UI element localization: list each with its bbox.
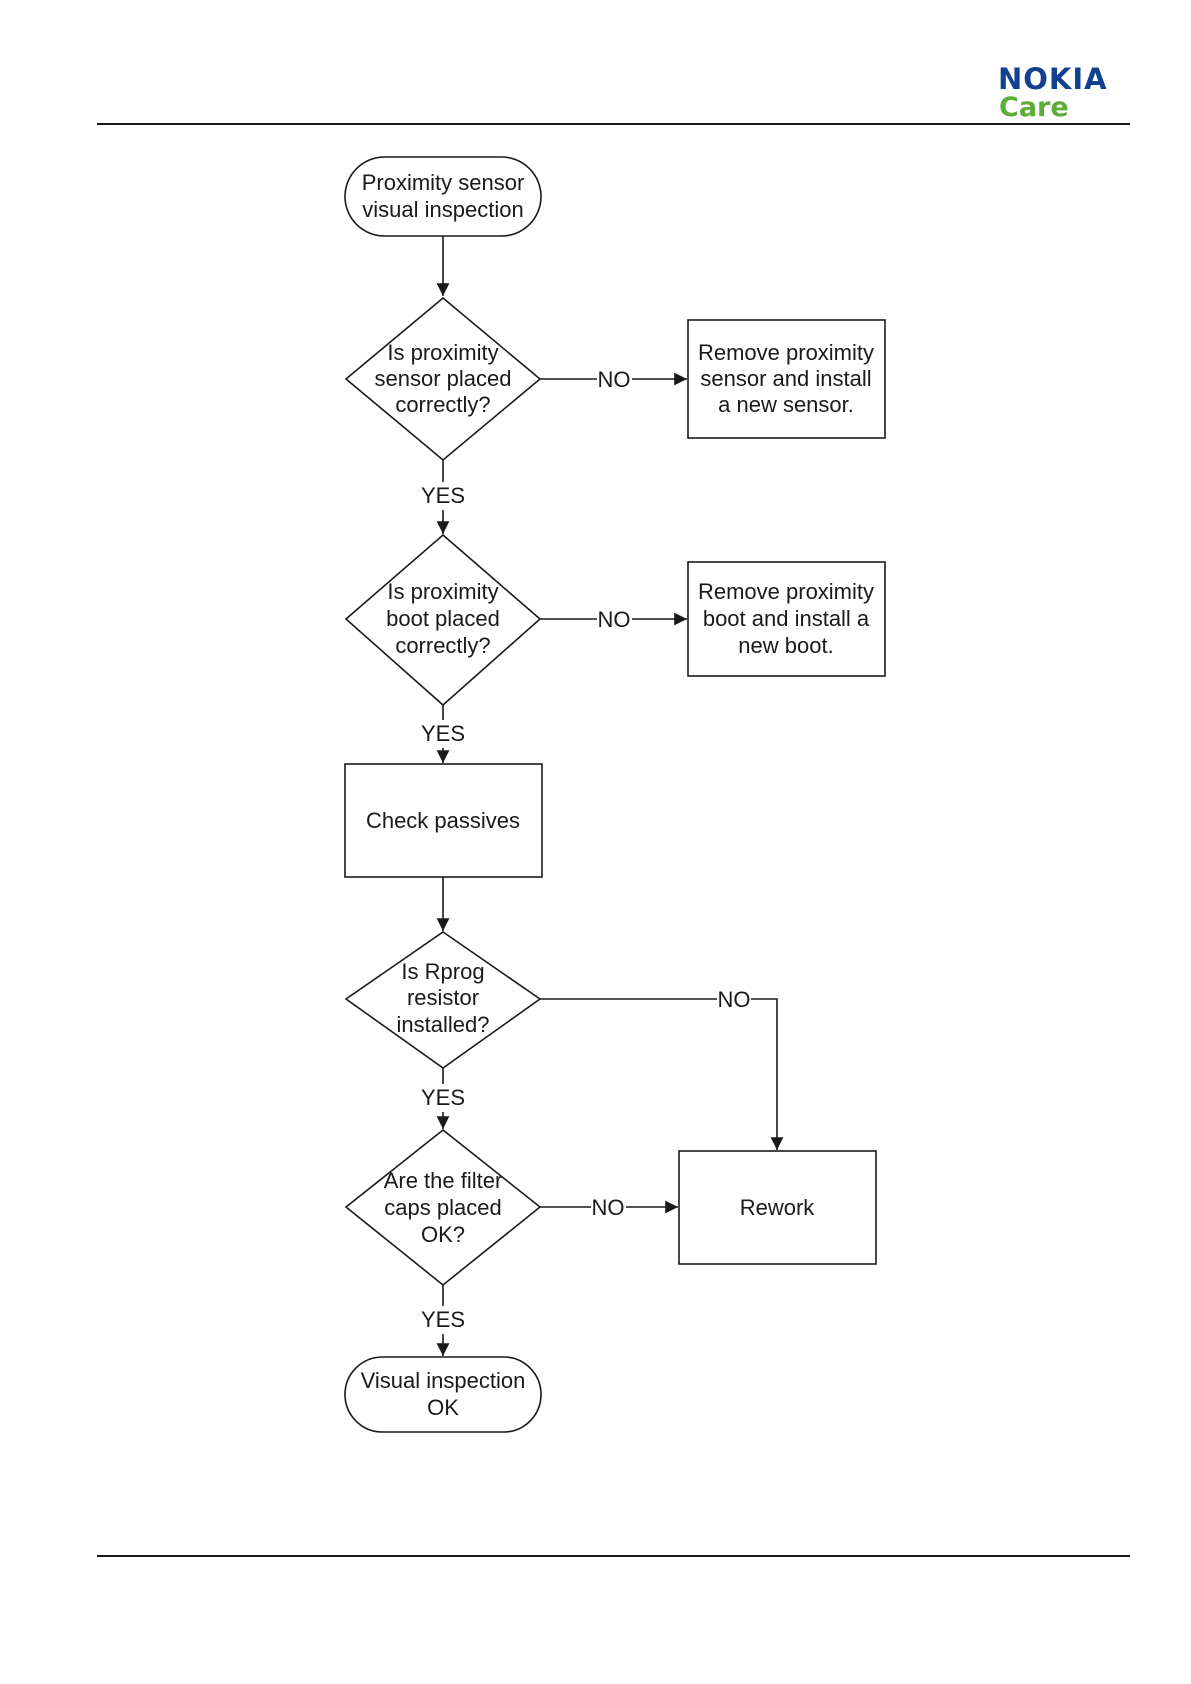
no-label-2: NO bbox=[598, 607, 631, 632]
yes-label-3: YES bbox=[421, 1085, 465, 1110]
yes-label-2: YES bbox=[421, 721, 465, 746]
action-replace-sensor bbox=[687, 319, 886, 439]
action2-line-1: Remove proximity bbox=[698, 579, 874, 604]
start-line-2: visual inspection bbox=[362, 197, 523, 222]
check-passives-box bbox=[344, 763, 543, 878]
decision1-line-1: Is proximity bbox=[387, 340, 498, 365]
yes-label-1: YES bbox=[421, 483, 465, 508]
start-line-1: Proximity sensor bbox=[362, 170, 525, 195]
action2-line-2: boot and install a bbox=[703, 606, 870, 631]
action1-line-2: sensor and install bbox=[700, 366, 871, 391]
decision1-line-3: correctly? bbox=[395, 392, 490, 417]
nokia-logo: NOKIA bbox=[998, 62, 1108, 96]
decision4-line-3: OK? bbox=[421, 1222, 465, 1247]
end-line-2: OK bbox=[427, 1395, 459, 1420]
decision3-line-1: Is Rprog bbox=[401, 959, 484, 984]
care-logo: Care bbox=[999, 92, 1069, 123]
no-label-4: NO bbox=[592, 1195, 625, 1220]
check-passives-label: Check passives bbox=[366, 808, 520, 833]
no-label-3: NO bbox=[718, 987, 751, 1012]
start-terminator bbox=[344, 156, 542, 237]
no-label-1: NO bbox=[598, 367, 631, 392]
action2-line-3: new boot. bbox=[738, 633, 833, 658]
action1-line-1: Remove proximity bbox=[698, 340, 874, 365]
decision3-line-2: resistor bbox=[407, 985, 479, 1010]
decision2-line-3: correctly? bbox=[395, 633, 490, 658]
end-line-1: Visual inspection bbox=[361, 1368, 526, 1393]
yes-label-4: YES bbox=[421, 1307, 465, 1332]
header-rule bbox=[97, 123, 1130, 125]
decision-boot-placed bbox=[344, 533, 542, 707]
end-terminator bbox=[344, 1356, 542, 1433]
decision1-line-2: sensor placed bbox=[375, 366, 512, 391]
decision4-line-2: caps placed bbox=[384, 1195, 501, 1220]
decision-sensor-placed bbox=[344, 296, 542, 462]
action1-line-3: a new sensor. bbox=[718, 392, 854, 417]
footer-rule bbox=[97, 1555, 1130, 1557]
decision3-line-3: installed? bbox=[397, 1012, 490, 1037]
decision-rprog-installed bbox=[344, 931, 542, 1069]
decision-filter-caps bbox=[344, 1128, 542, 1287]
connector-no3-rework bbox=[751, 998, 784, 1150]
rework-box bbox=[678, 1150, 877, 1265]
rework-label: Rework bbox=[740, 1195, 816, 1220]
decision4-line-1: Are the filter bbox=[384, 1168, 503, 1193]
decision2-line-1: Is proximity bbox=[387, 579, 498, 604]
decision2-line-2: boot placed bbox=[386, 606, 500, 631]
action-replace-boot bbox=[687, 561, 886, 677]
